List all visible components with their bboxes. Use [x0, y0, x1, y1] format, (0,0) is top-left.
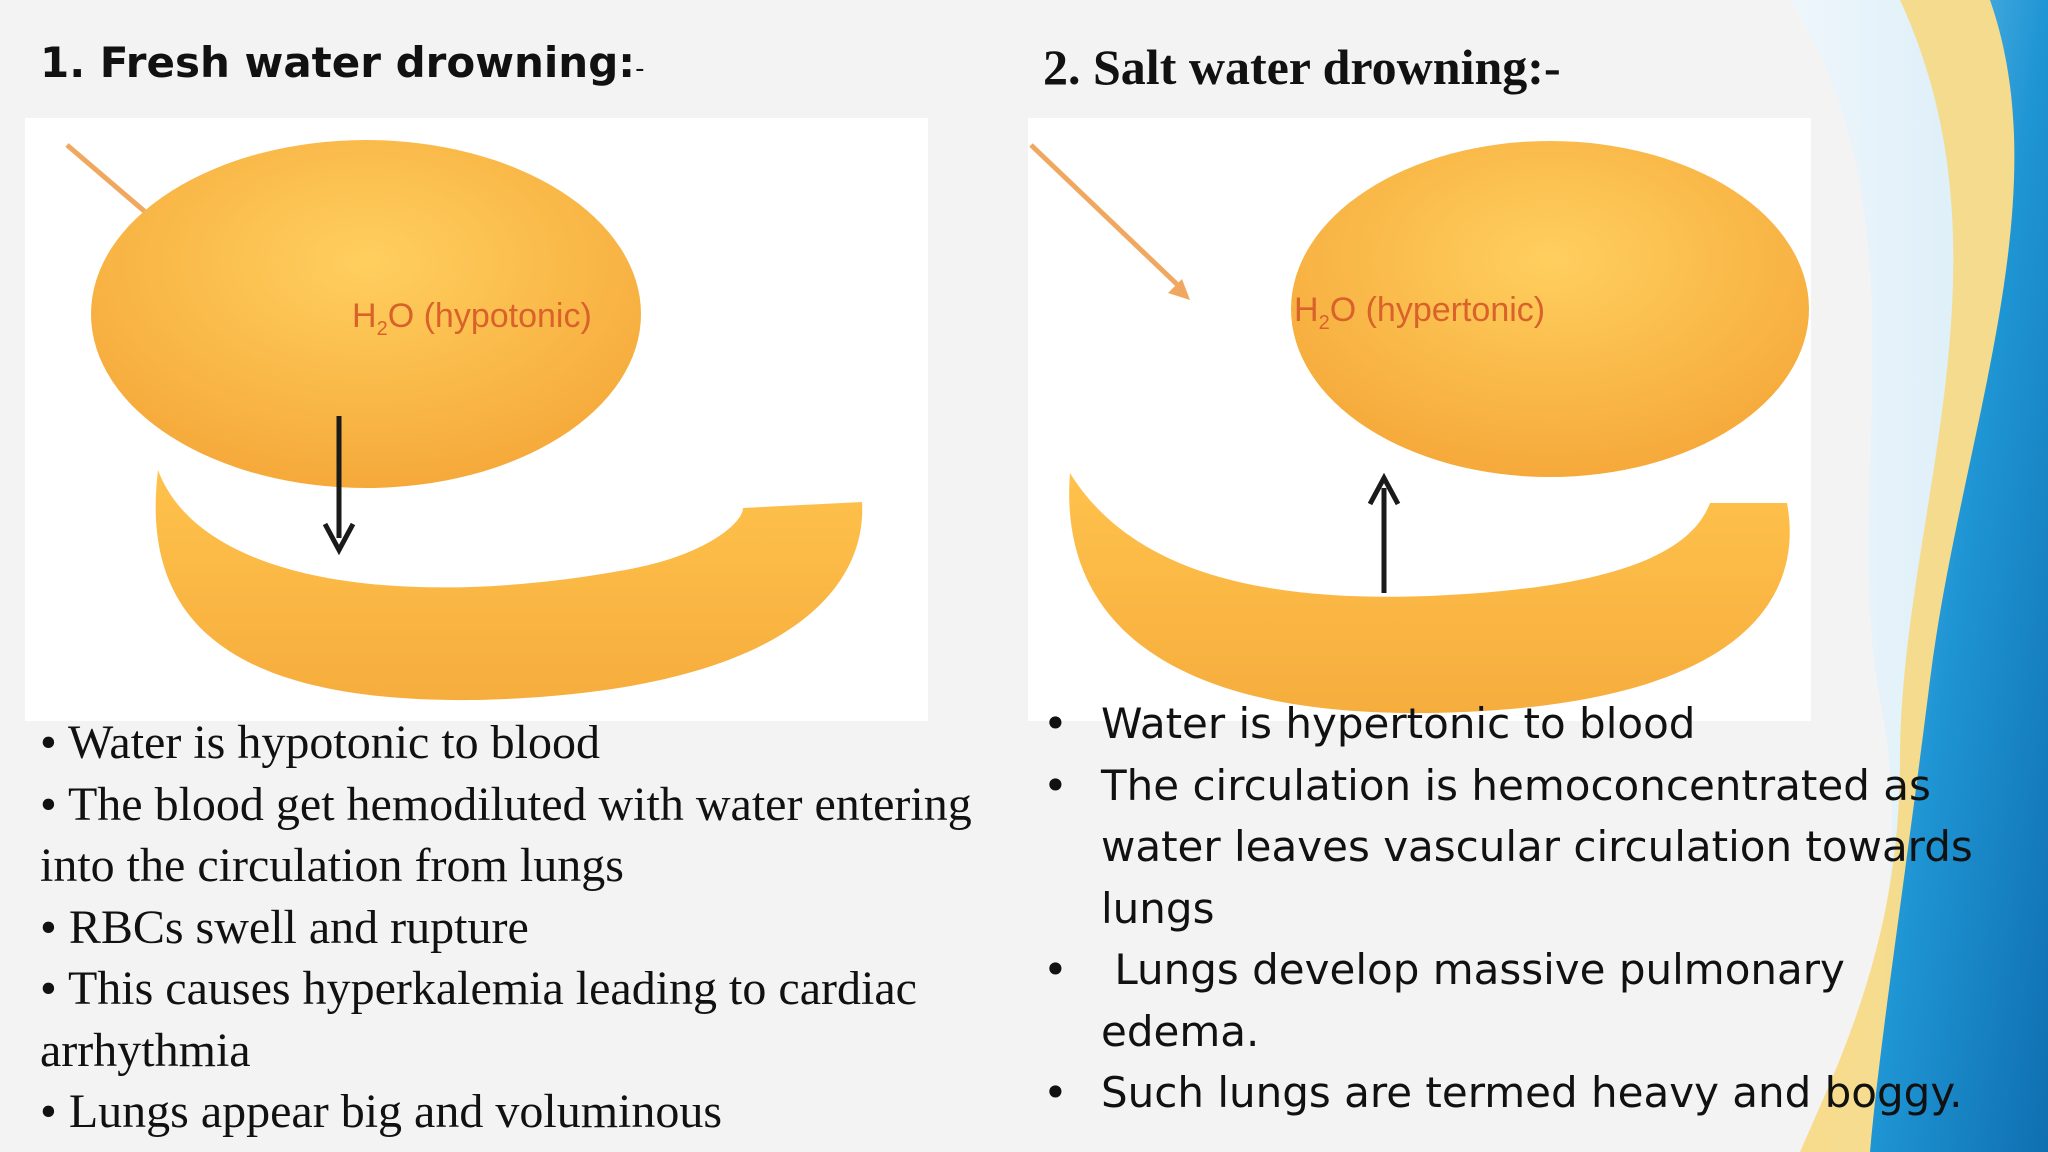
list-item: • Such lungs are termed heavy and boggy.	[1043, 1062, 2003, 1124]
label-h2o-hypertonic: H2O (hypertonic)	[1294, 291, 1545, 334]
bullet: •	[40, 900, 57, 954]
point-text: Lungs develop massive pulmonary edema.	[1101, 945, 1859, 1056]
wave-blue	[1870, 0, 2048, 1152]
fresh-water-points: • Water is hypotonic to blood • The bloo…	[40, 712, 1000, 1143]
blood-vessel-arc	[1069, 473, 1790, 714]
point-text: Water is hypotonic to blood	[67, 716, 601, 769]
point-text: Such lungs are termed heavy and boggy.	[1101, 1068, 1963, 1117]
diagram-fresh-water: H2O (hypotonic)	[25, 118, 928, 721]
bullet: •	[40, 962, 57, 1015]
list-item: • Lungs appear big and voluminous	[40, 1081, 1000, 1143]
blood-vessel-arc	[155, 470, 863, 701]
title-fresh-water-drowning: 1. Fresh water drowning:-	[40, 38, 644, 87]
point-text: RBCs swell and rupture	[68, 900, 529, 954]
point-text: Water is hypertonic to blood	[1101, 699, 1696, 748]
title-fresh-text: 1. Fresh water drowning:	[40, 38, 636, 87]
arrow-down-icon	[322, 416, 356, 556]
list-item: • The circulation is hemoconcentrated as …	[1043, 755, 2003, 940]
water-alveolus-oval	[1291, 141, 1809, 477]
point-text: This causes hyperkalemia leading to card…	[40, 962, 917, 1077]
arrow-up-icon	[1367, 472, 1401, 593]
title-salt-water-drowning: 2. Salt water drowning:-	[1043, 39, 1561, 95]
list-item: • Water is hypertonic to blood	[1043, 693, 2003, 755]
bullet: •	[1043, 945, 1068, 994]
point-text: The circulation is hemoconcentrated as w…	[1101, 760, 1973, 933]
bullet: •	[40, 716, 57, 769]
arrow-diagonal-icon	[1029, 143, 1190, 300]
diagram-salt-water: H2O (hypertonic)	[1028, 118, 1811, 721]
label-h2o-hypotonic: H2O (hypotonic)	[352, 297, 592, 340]
salt-water-points: • Water is hypertonic to blood • The circu…	[1043, 693, 2003, 1124]
list-item: • Lungs develop massive pulmonary edema.	[1043, 939, 2003, 1062]
label-hypertonic-text: (hypertonic)	[1366, 291, 1546, 329]
bullet: •	[40, 777, 57, 831]
list-item: • Water is hypotonic to blood	[40, 712, 1000, 774]
formula-sub: 2	[377, 318, 388, 340]
list-item: • RBCs swell and rupture	[40, 897, 1000, 959]
bullet: •	[1043, 699, 1068, 748]
bullet: •	[40, 1085, 57, 1138]
formula-h: H	[1294, 291, 1319, 329]
bullet: •	[1043, 760, 1068, 810]
formula-sub: 2	[1319, 312, 1330, 334]
bullet: •	[1043, 1068, 1068, 1117]
list-item: • The blood get hemodiluted with water e…	[40, 774, 1000, 897]
formula-o: O	[388, 297, 414, 335]
formula-o: O	[1330, 291, 1356, 329]
label-hypotonic-text: (hypotonic)	[424, 297, 592, 335]
title-fresh-suffix: -	[635, 54, 645, 84]
point-text: Lungs appear big and voluminous	[68, 1085, 723, 1138]
water-alveolus-oval	[91, 140, 641, 488]
formula-h: H	[352, 297, 377, 335]
list-item: • This causes hyperkalemia leading to ca…	[40, 958, 1000, 1081]
point-text: The blood get hemodiluted with water ent…	[40, 777, 972, 893]
